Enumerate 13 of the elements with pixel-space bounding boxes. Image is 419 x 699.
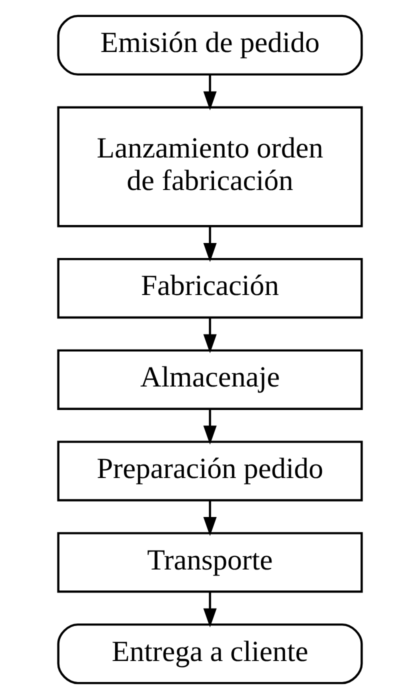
node-box: Almacenaje [56, 349, 362, 410]
arrow [202, 226, 216, 262]
node-box: Transporte [56, 532, 362, 593]
arrow [202, 409, 216, 445]
arrow [202, 592, 216, 628]
node-box: Lanzamiento orden de fabricación [56, 106, 362, 228]
node-box: Fabricación [56, 258, 362, 319]
node-box: Entrega a cliente [56, 623, 362, 684]
node-box: Preparación pedido [56, 440, 362, 502]
arrow [202, 500, 216, 536]
arrow [202, 74, 216, 110]
arrow [202, 318, 216, 354]
node-box: Emisión de pedido [56, 14, 362, 76]
